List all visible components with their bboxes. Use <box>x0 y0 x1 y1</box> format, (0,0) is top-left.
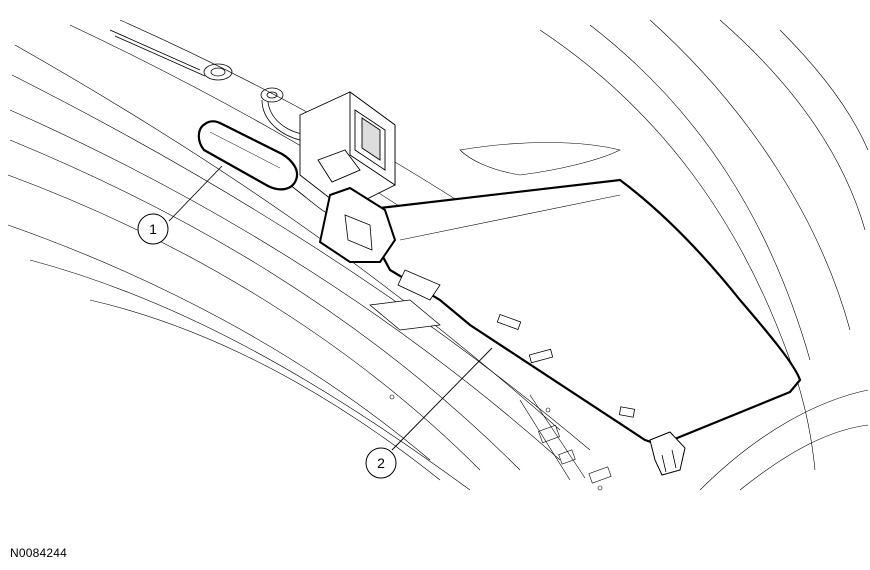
mirror-mount-bracket <box>299 91 396 211</box>
figure-id: N0084244 <box>10 546 67 560</box>
wiring-harness <box>109 29 331 216</box>
headliner-details <box>389 394 612 491</box>
leader-lines <box>168 165 493 451</box>
headliner-arcs <box>539 19 869 491</box>
callout-2-label: 2 <box>377 455 385 471</box>
overhead-trim-panel <box>318 142 802 476</box>
rear-view-mirror <box>197 120 299 191</box>
callout-1: 1 <box>137 213 169 245</box>
callout-1-label: 1 <box>149 221 157 237</box>
callout-2: 2 <box>365 447 397 479</box>
assembly-diagram: 1 2 <box>7 19 869 491</box>
